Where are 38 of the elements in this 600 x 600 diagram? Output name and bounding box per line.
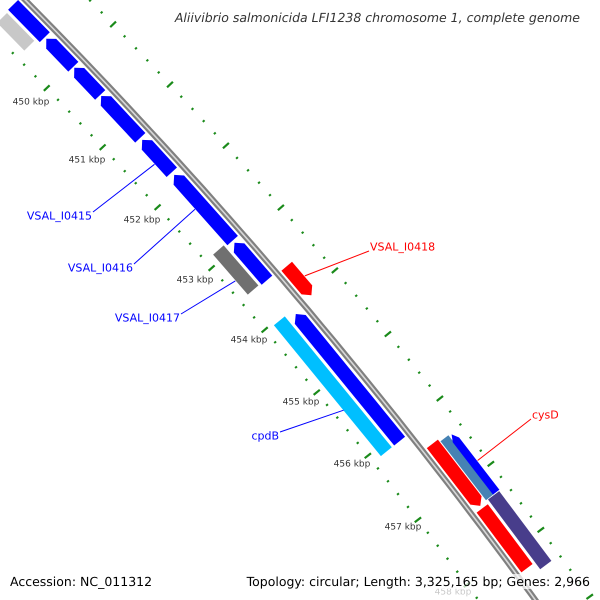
leader-line <box>92 164 155 212</box>
scale-label: 453 kbp <box>176 276 214 286</box>
gene-bar <box>0 13 34 51</box>
scale-label: 456 kbp <box>334 460 370 470</box>
gene-bar <box>8 0 50 42</box>
leader-line <box>180 280 236 314</box>
scale-label: 450 kbp <box>12 98 50 108</box>
gene-bar <box>476 504 533 572</box>
scale-label: 454 kbp <box>230 336 268 346</box>
gene-label: cysD <box>532 408 559 422</box>
gene-segment <box>142 140 177 177</box>
footer-text: Topology: circular; Length: 3,325,165 bp; Genes: 2,966 <box>244 574 592 589</box>
gene-label: cpdB <box>251 430 279 442</box>
gene-segment <box>234 242 272 285</box>
scale-label: 452 kbp <box>124 216 160 226</box>
leader-line <box>304 250 370 276</box>
gene-segment <box>281 262 312 296</box>
leader-line <box>477 418 532 461</box>
gene-label: VSAL_I0415 <box>26 210 92 222</box>
footer-text: Accession: NC_011312 <box>9 574 154 589</box>
gene-label: VSAL_I0417 <box>114 312 180 324</box>
gene-segment <box>100 96 146 143</box>
title: Aliivibrio salmonicida LFI1238 chromosome 1, complete genome <box>174 10 580 25</box>
gene-bar <box>488 491 552 570</box>
scale-label: 457 kbp <box>384 522 422 534</box>
leader-line <box>280 410 344 432</box>
gene-bar <box>213 245 258 295</box>
gene-label: VSAL_I0416 <box>68 262 133 274</box>
scale-label: 451 kbp <box>68 156 106 166</box>
gene-label: VSAL_I0418 <box>370 240 436 254</box>
gene-segment <box>452 434 500 495</box>
leader-line <box>134 208 196 264</box>
gene-segment <box>46 38 78 72</box>
gene-bar <box>440 435 494 500</box>
gene-segment <box>426 440 482 506</box>
scale-label: 455 kbp <box>282 398 320 408</box>
gene-segment <box>174 174 238 246</box>
gene-segment <box>74 68 106 100</box>
